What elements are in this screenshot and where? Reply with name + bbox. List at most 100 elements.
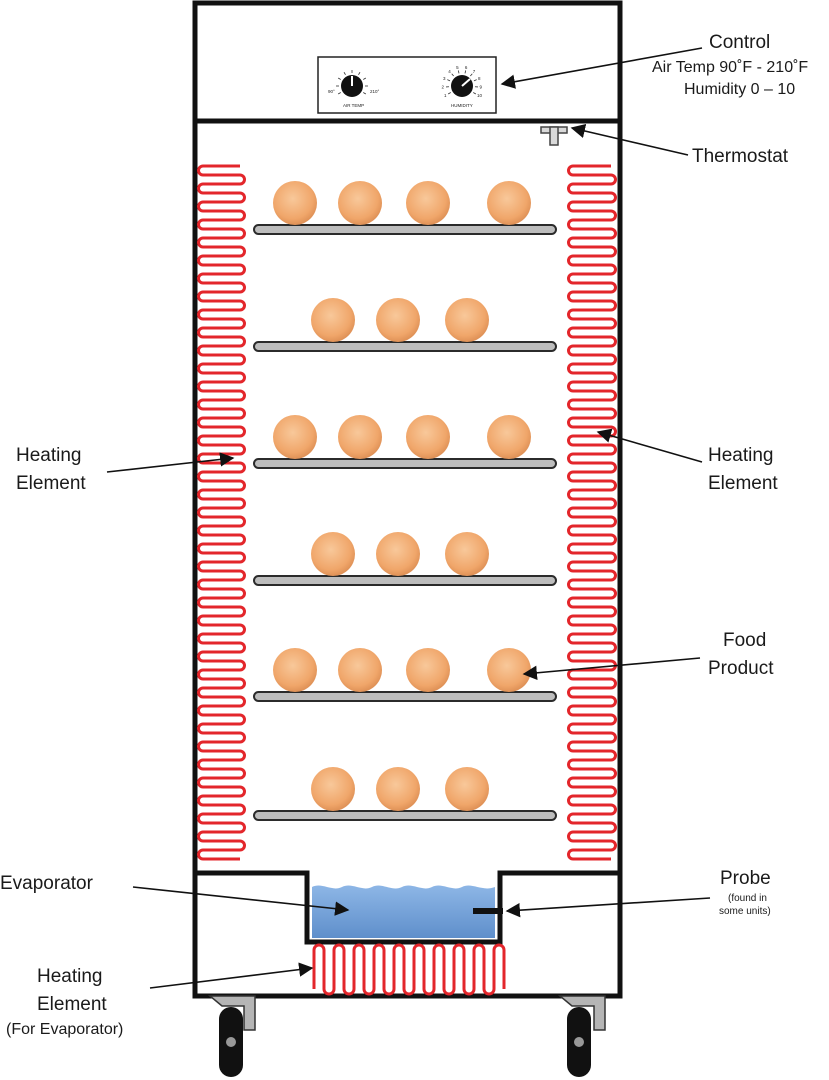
heating-element-left-arrow: [106, 452, 235, 473]
heating-element-left-label-line2: Element: [16, 473, 86, 494]
food-item: [376, 532, 420, 576]
probe-note-line1: (found in: [728, 893, 767, 904]
dial-tick: [451, 73, 454, 77]
callout-arrows: [106, 47, 711, 989]
caster-left: [207, 995, 256, 1077]
probe-label: Probe: [720, 868, 771, 889]
callout-labels: Control Air Temp 90˚F - 210˚F Humidity 0…: [0, 32, 808, 1038]
probe-note-line2: some units): [719, 906, 771, 917]
tray: [253, 341, 557, 352]
heating-element-right-label-line2: Element: [708, 473, 778, 494]
heating-element-right-label-line1: Heating: [708, 445, 774, 466]
food-item: [338, 648, 382, 692]
food-item: [406, 648, 450, 692]
air-temp-max-label: 210°: [370, 89, 380, 94]
food-item: [487, 648, 531, 692]
evaporator-arrow: [132, 886, 350, 916]
humidity-tick-label: 10: [477, 93, 483, 98]
dial-tick: [343, 71, 346, 75]
water-body: [312, 885, 495, 938]
food-item: [406, 415, 450, 459]
humidity-tick-label: 5: [456, 65, 459, 70]
caster-left-hub: [226, 1037, 236, 1047]
food-item: [311, 767, 355, 811]
food-item: [311, 532, 355, 576]
food-item: [273, 181, 317, 225]
food-item: [376, 298, 420, 342]
food-item: [445, 532, 489, 576]
food-item: [376, 767, 420, 811]
tray-stack: [253, 181, 557, 821]
humidity-tick-label: 2: [442, 85, 445, 90]
caster-left-bracket: [207, 995, 256, 1031]
food-item: [311, 298, 355, 342]
air-temp-dial-name: AIR TEMP: [343, 103, 364, 108]
cabinet: [192, 0, 623, 999]
food-item: [445, 298, 489, 342]
evaporator-water: [312, 885, 495, 938]
control-humidity-label: Humidity 0 – 10: [684, 81, 795, 98]
evap-heating-label-line2: Element: [37, 994, 107, 1015]
humidity-dial-name: HUMIDITY: [451, 103, 473, 108]
food-product-label-line1: Food: [723, 630, 766, 651]
control-air-temp-label: Air Temp 90˚F - 210˚F: [652, 59, 808, 76]
evaporator-heating-element-coil: [312, 943, 506, 996]
heating-element-right-coil: [567, 164, 617, 861]
food-product-label-line2: Product: [708, 658, 774, 679]
food-item: [273, 648, 317, 692]
food-item: [338, 181, 382, 225]
control-arrow: [500, 47, 703, 89]
evaporator-label: Evaporator: [0, 873, 94, 894]
evap-heating-label-line3: (For Evaporator): [6, 1021, 123, 1038]
food-item: [445, 767, 489, 811]
thermostat-sensor: [540, 126, 568, 146]
dial-tick: [447, 79, 451, 82]
air-temp-dial[interactable]: 90° 210° AIR TEMP: [328, 70, 380, 108]
tray: [253, 458, 557, 469]
dial-tick: [470, 73, 473, 77]
probe-arrow: [505, 897, 711, 918]
humidity-tick-label: 9: [479, 85, 482, 90]
food-item: [338, 415, 382, 459]
tray: [253, 575, 557, 586]
food-product-arrow: [522, 657, 701, 680]
humidity-tick-label: 3: [443, 76, 446, 81]
caster-right: [557, 995, 606, 1077]
humidity-tick-label: 8: [478, 76, 481, 81]
dial-tick: [363, 77, 367, 80]
tray: [253, 691, 557, 702]
humidity-tick-label: 7: [473, 69, 476, 74]
heating-element-left-coil: [197, 164, 246, 861]
evap-heating-label-line1: Heating: [37, 966, 103, 987]
humidity-pointer: [461, 78, 471, 87]
dial-tick: [358, 71, 361, 75]
heating-element-right-arrow: [596, 428, 703, 463]
dial-tick: [447, 92, 451, 95]
dial-tick: [457, 70, 460, 74]
caster-right-bracket: [557, 995, 606, 1031]
air-temp-min-label: 90°: [328, 89, 335, 94]
dial-tick: [464, 70, 467, 74]
air-temp-ticks: [336, 70, 368, 95]
control-label: Control: [709, 32, 770, 53]
tray: [253, 224, 557, 235]
cabinet-outline: [192, 0, 623, 999]
evap-heating-arrow: [149, 962, 314, 989]
humidity-tick-label: 4: [448, 69, 451, 74]
heating-element-left-label-line1: Heating: [16, 445, 82, 466]
thermostat-label: Thermostat: [692, 146, 789, 167]
humidity-tick-label: 1: [444, 93, 447, 98]
food-item: [273, 415, 317, 459]
caster-right-hub: [574, 1037, 584, 1047]
probe-sensor: [473, 908, 503, 914]
tray: [253, 810, 557, 821]
food-item: [487, 181, 531, 225]
food-item: [487, 415, 531, 459]
dial-tick: [473, 79, 477, 82]
thermostat-stem: [549, 126, 559, 146]
dial-tick: [337, 92, 341, 95]
